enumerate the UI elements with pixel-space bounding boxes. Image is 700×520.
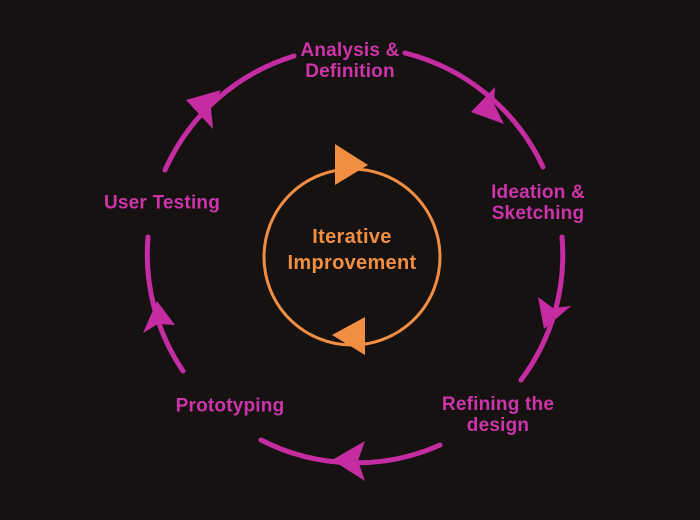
station-label-analysis-definition: Analysis & Definition bbox=[300, 40, 400, 82]
center-title: Iterative Improvement bbox=[288, 224, 417, 276]
arc-prototyping-to-user-testing bbox=[144, 234, 186, 374]
arrowhead-upper-left-icon bbox=[186, 90, 221, 129]
station-label-user-testing: User Testing bbox=[103, 192, 221, 214]
center-title-line1: Iterative bbox=[312, 226, 392, 248]
arrowhead-lower-left-icon bbox=[143, 301, 175, 333]
arrowhead-bottom-icon bbox=[332, 441, 365, 481]
arrowhead-upper-right-icon bbox=[471, 87, 504, 124]
center-title-line2: Improvement bbox=[287, 252, 417, 274]
station-label-refining-design: Refining the design bbox=[441, 394, 555, 436]
center-loop-arrow-bottom-icon bbox=[332, 317, 365, 355]
arc-analysis-to-ideation bbox=[402, 50, 546, 170]
station-label-ideation-sketching: Ideation & Sketching bbox=[491, 182, 585, 224]
arrowhead-right-icon bbox=[538, 297, 571, 329]
arc-user-testing-to-analysis bbox=[162, 53, 297, 173]
station-label-prototyping: Prototyping bbox=[175, 395, 285, 417]
center-loop-arrow-top-icon bbox=[335, 144, 368, 185]
